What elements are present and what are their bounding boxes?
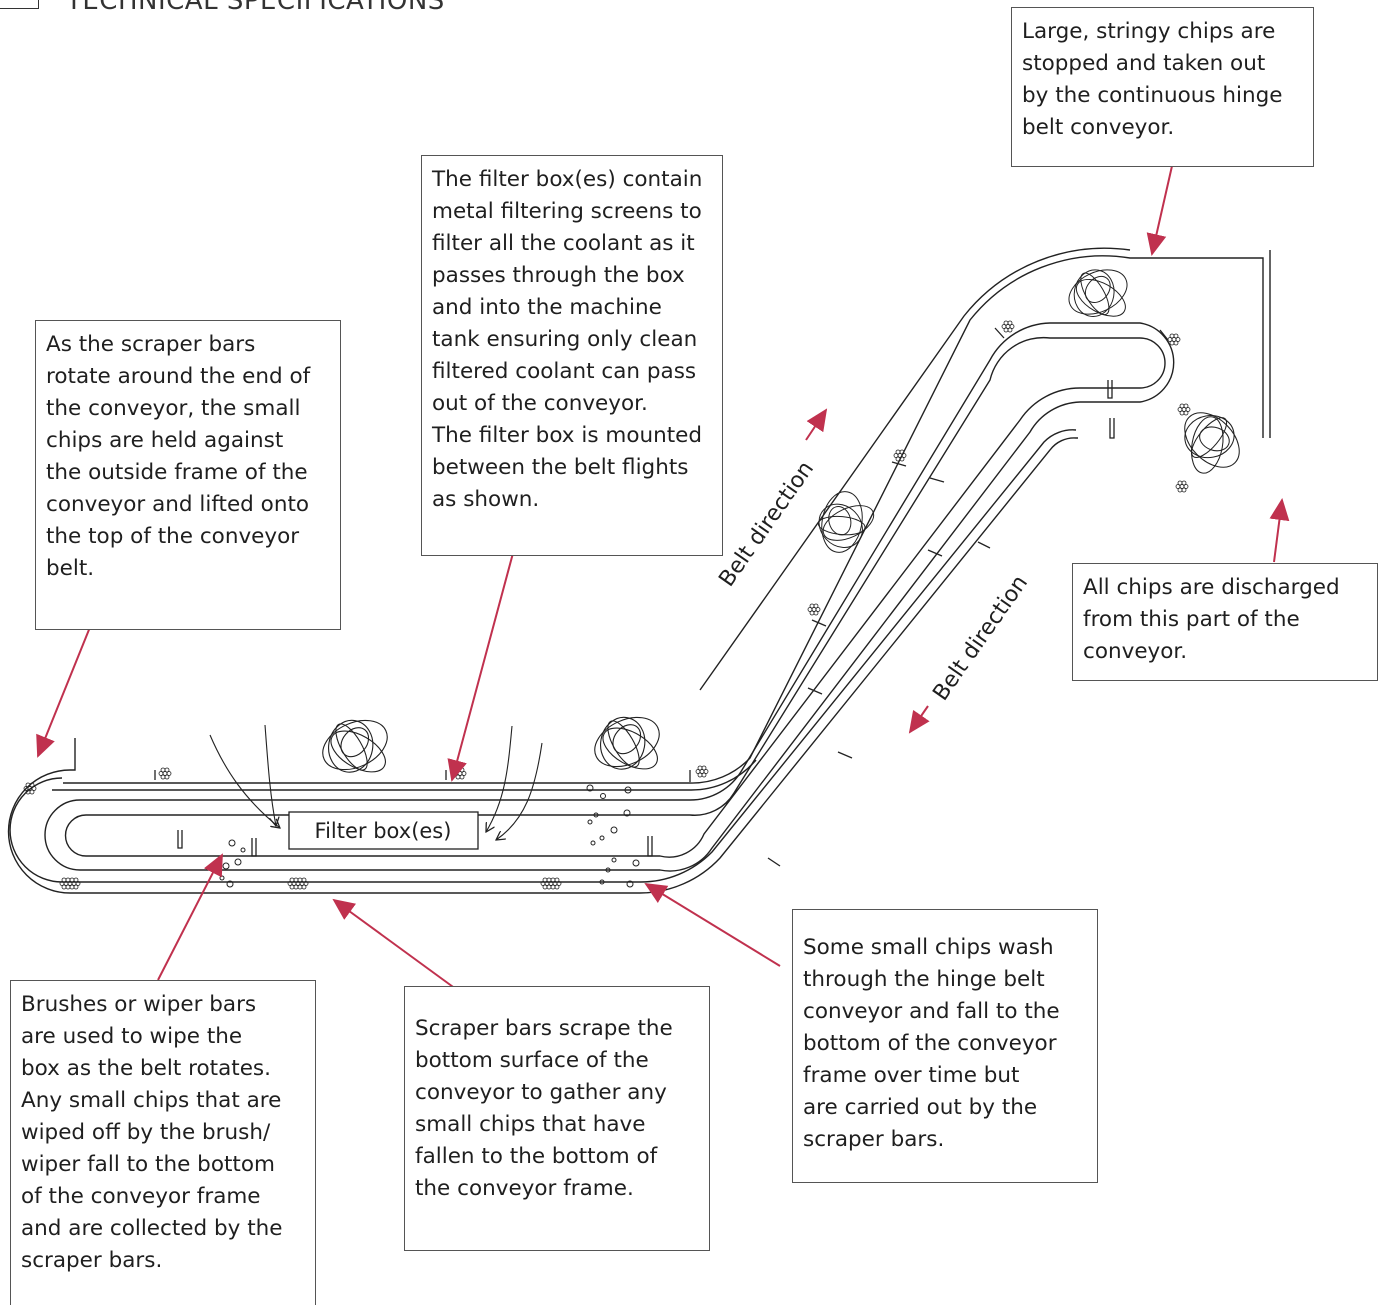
callout-discharge: All chips are discharged from this part … [1072,563,1378,681]
filter-box-label: Filter box(es) [315,819,452,843]
callout-scraper-rotate: As the scraper bars rotate around the en… [35,320,341,630]
belt-direction-upper: Belt direction [714,408,828,592]
filter-box: Filter box(es) [288,811,479,850]
callout-pointers [36,165,1290,993]
callout-brushes: Brushes or wiper bars are used to wipe t… [10,980,316,1305]
callout-large-chips: Large, stringy chips are stopped and tak… [1011,7,1314,167]
callout-filter-box: The filter box(es) contain metal filteri… [421,155,723,556]
page-title: TECHNICAL SPECIFICATIONS [66,0,445,16]
belt-direction-lower: Belt direction [908,571,1033,734]
belt-direction-lower-label: Belt direction [928,571,1033,706]
coolant-flow-arrows [209,724,543,840]
callout-small-chips: Some small chips wash through the hinge … [792,909,1098,1183]
falling-chips [219,784,640,888]
header-mark [0,0,39,9]
belt-direction-upper-label: Belt direction [714,457,819,592]
page-header: TECHNICAL SPECIFICATIONS [0,0,700,26]
hinge-belt [44,322,1175,872]
belt-flights [154,327,1169,867]
callout-scraper-bottom: Scraper bars scrape the bottom surface o… [404,986,710,1251]
